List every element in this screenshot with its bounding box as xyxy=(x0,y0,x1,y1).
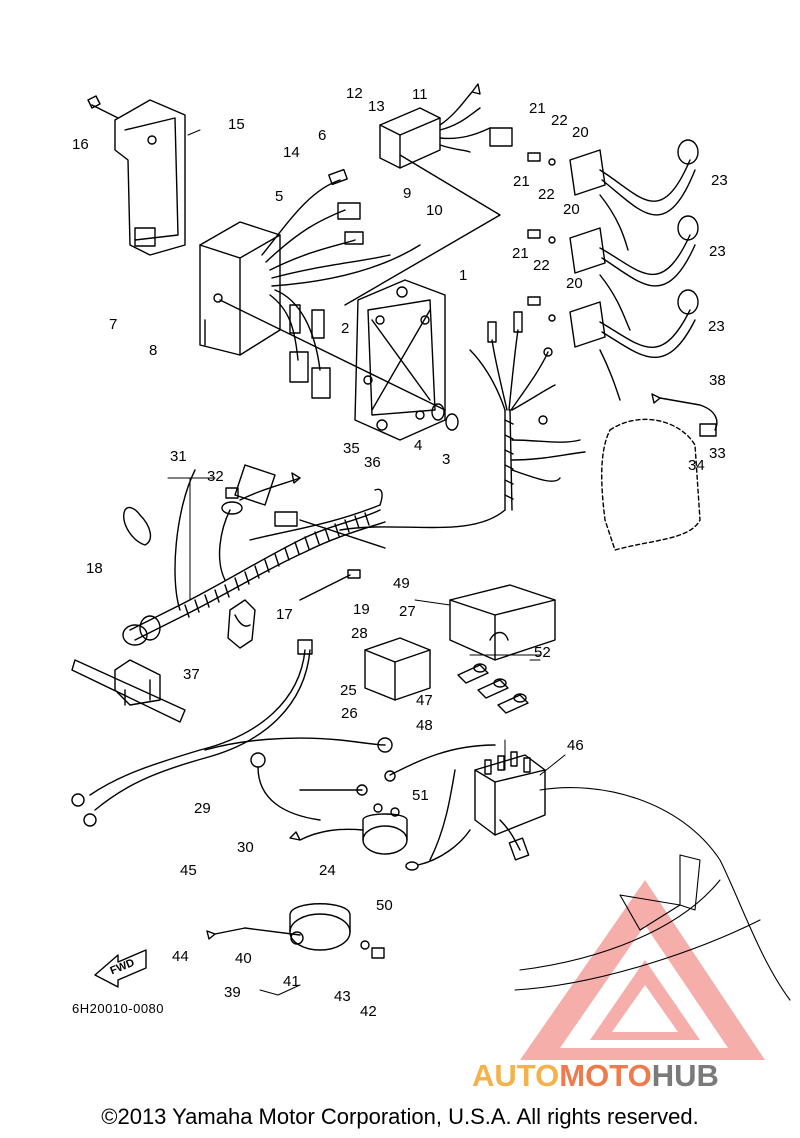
solenoid-41 xyxy=(206,903,385,959)
part-label-3: 3 xyxy=(442,451,451,468)
watermark-brand-auto: AUTO xyxy=(472,1058,560,1093)
part-label-29: 29 xyxy=(194,800,211,817)
part-label-42: 42 xyxy=(360,1003,377,1020)
part-label-20a: 20 xyxy=(572,124,589,141)
drawing-code: 6H20010-0080 xyxy=(72,1001,165,1016)
part-label-20b: 20 xyxy=(563,201,580,218)
part-label-52: 52 xyxy=(534,644,551,661)
part-label-27: 27 xyxy=(399,603,416,620)
part-label-15: 15 xyxy=(228,116,245,133)
part-label-12: 12 xyxy=(346,85,363,102)
part-label-35: 35 xyxy=(343,440,360,457)
part-label-30: 30 xyxy=(237,839,254,856)
watermark-triangle xyxy=(520,880,765,1060)
part-label-33: 33 xyxy=(709,445,726,462)
part-label-11: 11 xyxy=(412,86,428,103)
bolts-21 xyxy=(527,152,556,322)
cdi-wires xyxy=(261,168,421,399)
clip-18 xyxy=(123,506,152,546)
rectifier-11 xyxy=(344,83,513,306)
battery-cable-29 xyxy=(71,639,393,827)
part-label-21c: 21 xyxy=(512,245,529,262)
watermark-brand-moto: MOTO xyxy=(559,1058,652,1093)
part-label-43: 43 xyxy=(334,988,351,1005)
sensor-38 xyxy=(651,393,718,437)
part-label-44: 44 xyxy=(172,948,189,965)
part-label-45: 45 xyxy=(180,862,197,879)
cover-bracket-15 xyxy=(87,95,186,256)
part-label-8: 8 xyxy=(149,342,158,359)
part-label-7: 7 xyxy=(109,316,118,333)
caps-52 xyxy=(457,663,529,714)
cover-27 xyxy=(364,637,431,701)
part-label-38: 38 xyxy=(709,372,726,389)
part-label-37: 37 xyxy=(183,666,200,683)
part-label-36: 36 xyxy=(364,454,381,471)
part-label-48: 48 xyxy=(416,717,433,734)
part-label-31: 31 xyxy=(170,448,187,465)
part-label-39: 39 xyxy=(224,984,241,1001)
part-label-41: 41 xyxy=(283,973,300,990)
part-label-23b: 23 xyxy=(709,243,726,260)
part-label-2: 2 xyxy=(341,320,350,337)
relay-46 xyxy=(474,751,546,861)
part-label-21b: 21 xyxy=(513,173,530,190)
starter-relay-24 xyxy=(289,803,408,855)
main-harness xyxy=(339,311,586,531)
cover-49 xyxy=(449,584,556,661)
part-label-18: 18 xyxy=(86,560,103,577)
bracket-plate-1 xyxy=(219,279,446,441)
part-label-50: 50 xyxy=(376,897,393,914)
part-label-1: 1 xyxy=(459,267,468,284)
clamp-17 xyxy=(227,599,256,649)
part-label-21a: 21 xyxy=(529,100,546,117)
cdi-unit-5 xyxy=(199,221,281,356)
part-label-49: 49 xyxy=(393,575,410,592)
part-label-47: 47 xyxy=(416,692,433,709)
engine-outline xyxy=(601,418,701,551)
part-label-26: 26 xyxy=(341,705,358,722)
part-label-28: 28 xyxy=(351,625,368,642)
part-label-14: 14 xyxy=(283,144,300,161)
leader-lines xyxy=(167,129,566,996)
part-label-23a: 23 xyxy=(711,172,728,189)
part-label-25: 25 xyxy=(340,682,357,699)
part-label-4: 4 xyxy=(414,437,423,454)
part-label-10: 10 xyxy=(426,202,443,219)
ignition-coils-20 xyxy=(569,139,699,401)
part-label-40: 40 xyxy=(235,950,252,967)
holder-37 xyxy=(71,659,186,723)
copyright-footer: ©2013 Yamaha Motor Corporation, U.S.A. A… xyxy=(101,1104,699,1129)
terminal-50 xyxy=(405,829,471,871)
part-label-6: 6 xyxy=(318,127,327,144)
harness-31 xyxy=(122,464,386,646)
part-label-22c: 22 xyxy=(533,257,550,274)
part-label-22a: 22 xyxy=(551,112,568,129)
cable-51 xyxy=(384,744,496,861)
part-label-17: 17 xyxy=(276,606,293,623)
watermark-brand-hub: HUB xyxy=(651,1058,719,1093)
part-label-51: 51 xyxy=(412,787,429,804)
watermark-brand: AUTOMOTOHUB xyxy=(472,1058,719,1094)
part-label-16: 16 xyxy=(72,136,89,153)
part-label-34: 34 xyxy=(688,457,705,474)
cable-tie-19 xyxy=(299,569,361,601)
cable-30 xyxy=(250,752,368,821)
part-label-22b: 22 xyxy=(538,186,555,203)
part-label-32: 32 xyxy=(207,468,224,485)
part-label-5: 5 xyxy=(275,188,284,205)
washer-3-4 xyxy=(431,403,459,431)
part-label-23c: 23 xyxy=(708,318,725,335)
part-label-9: 9 xyxy=(403,185,412,202)
part-label-13: 13 xyxy=(368,98,385,115)
part-label-24: 24 xyxy=(319,862,336,879)
part-label-46: 46 xyxy=(567,737,584,754)
part-label-20c: 20 xyxy=(566,275,583,292)
bottom-cowling xyxy=(514,787,791,1001)
part-label-19: 19 xyxy=(353,601,370,618)
fwd-arrow-icon xyxy=(94,949,147,988)
